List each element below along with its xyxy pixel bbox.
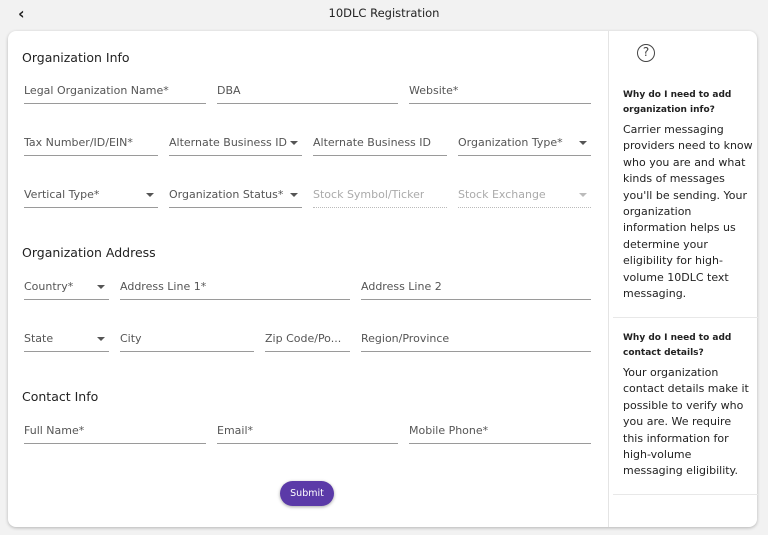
website-field[interactable]: Website*: [409, 84, 591, 104]
alt-business-id-type-select[interactable]: Alternate Business ID ...: [169, 136, 302, 156]
alt-business-id-field[interactable]: Alternate Business ID: [313, 136, 447, 156]
email-field[interactable]: Email*: [217, 424, 398, 444]
dropdown-arrow-icon: [290, 193, 298, 197]
dropdown-arrow-icon: [146, 193, 154, 197]
registration-card: Organization Info Legal Organization Nam…: [8, 31, 758, 527]
dropdown-arrow-icon: [290, 141, 298, 145]
field-label: Full Name*: [24, 424, 85, 437]
field-label: Organization Type*: [458, 136, 563, 149]
stock-symbol-field: Stock Symbol/Ticker: [313, 188, 447, 208]
field-label: DBA: [217, 84, 241, 97]
org-status-select[interactable]: Organization Status*: [169, 188, 302, 208]
dropdown-arrow-icon: [97, 337, 105, 341]
city-field[interactable]: City: [120, 332, 254, 352]
field-label: Stock Exchange: [458, 188, 546, 201]
divider: [613, 317, 758, 318]
address-line1-field[interactable]: Address Line 1*: [120, 280, 350, 300]
field-label: Mobile Phone*: [409, 424, 489, 437]
address-line2-field[interactable]: Address Line 2: [361, 280, 591, 300]
question-circle-icon: ?: [637, 44, 655, 62]
field-label: Vertical Type*: [24, 188, 100, 201]
field-label: Zip Code/Po...: [265, 332, 342, 345]
section-title-org-info: Organization Info: [22, 50, 130, 65]
org-type-select[interactable]: Organization Type*: [458, 136, 591, 156]
field-label: Email*: [217, 424, 254, 437]
dropdown-arrow-icon: [97, 285, 105, 289]
field-label: Tax Number/ID/EIN*: [24, 136, 133, 149]
help-answer-contact: Your organization contact details make i…: [623, 366, 749, 478]
help-sidebar: Why do I need to add organization info? …: [608, 31, 758, 527]
vertical-type-select[interactable]: Vertical Type*: [24, 188, 158, 208]
field-label: Country*: [24, 280, 74, 293]
state-select[interactable]: State: [24, 332, 109, 352]
field-label: Legal Organization Name*: [24, 84, 169, 97]
tax-number-field[interactable]: Tax Number/ID/EIN*: [24, 136, 158, 156]
section-title-contact-info: Contact Info: [22, 389, 99, 404]
dropdown-arrow-icon: [579, 193, 587, 197]
field-label: Address Line 1*: [120, 280, 207, 293]
full-name-field[interactable]: Full Name*: [24, 424, 206, 444]
stock-exchange-select: Stock Exchange: [458, 188, 591, 208]
help-question-contact: Why do I need to add contact details?: [623, 333, 732, 358]
field-label: State: [24, 332, 54, 345]
field-label: Alternate Business ID: [313, 136, 431, 149]
field-label: City: [120, 332, 142, 345]
submit-button[interactable]: Submit: [280, 481, 334, 506]
field-label: Website*: [409, 84, 459, 97]
field-label: Region/Province: [361, 332, 450, 345]
zip-code-field[interactable]: Zip Code/Po...: [265, 332, 350, 352]
divider: [613, 494, 758, 495]
top-bar: ‹ 10DLC Registration: [0, 0, 768, 28]
country-select[interactable]: Country*: [24, 280, 109, 300]
region-field[interactable]: Region/Province: [361, 332, 591, 352]
section-title-org-address: Organization Address: [22, 245, 156, 260]
help-question-org-info: Why do I need to add organization info?: [623, 90, 732, 115]
field-label: Address Line 2: [361, 280, 442, 293]
dba-field[interactable]: DBA: [217, 84, 398, 104]
field-label: Stock Symbol/Ticker: [313, 188, 425, 201]
page-title: 10DLC Registration: [328, 6, 440, 20]
help-answer-org-info: Carrier messaging providers need to know…: [623, 123, 753, 301]
field-label: Organization Status*: [169, 188, 284, 201]
back-chevron-icon[interactable]: ‹: [18, 4, 25, 23]
legal-name-field[interactable]: Legal Organization Name*: [24, 84, 206, 104]
mobile-phone-field[interactable]: Mobile Phone*: [409, 424, 591, 444]
dropdown-arrow-icon: [579, 141, 587, 145]
field-label: Alternate Business ID ...: [169, 136, 288, 149]
